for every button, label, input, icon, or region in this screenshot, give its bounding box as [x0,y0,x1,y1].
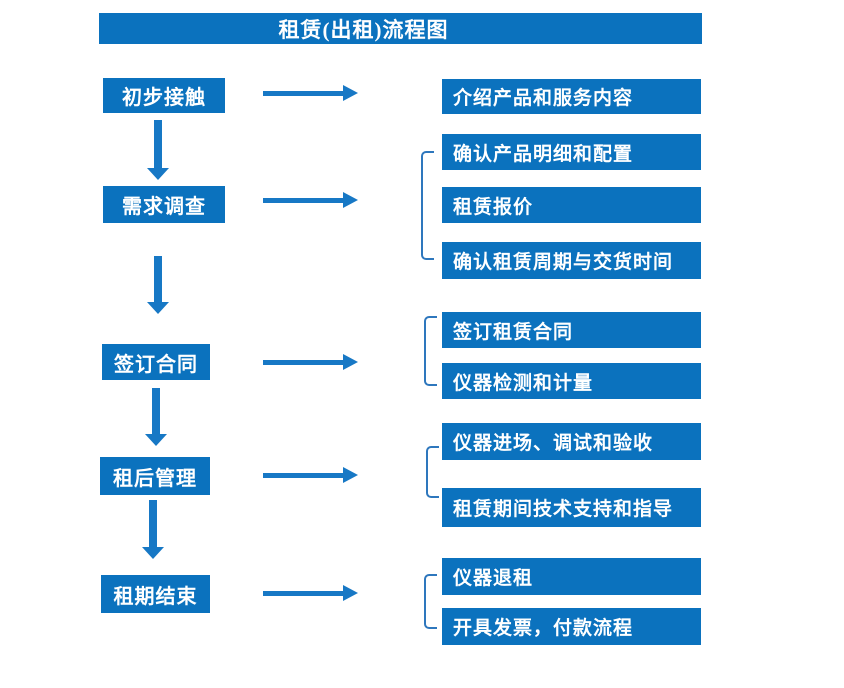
down-arrow-3 [145,388,167,446]
arrow-head-icon [343,585,358,601]
arrow-head-icon [343,354,358,370]
stage-label: 签订合同 [114,353,198,376]
output-box-invoice-payment: 开具发票，付款流程 [442,608,701,645]
arrow-head-icon [343,85,358,101]
stage-label: 租期结束 [113,585,198,608]
arrow-head-icon [147,168,169,180]
output-label: 租赁期间技术支持和指导 [453,499,674,520]
output-box-sign-lease-contract: 签订租赁合同 [442,312,701,348]
arrow-shaft [154,120,162,170]
group-bracket-5 [424,574,437,629]
group-bracket-4 [426,446,439,498]
output-box-instrument-testing: 仪器检测和计量 [442,363,701,399]
arrow-shaft [152,388,160,436]
arrow-shaft [263,90,344,96]
arrow-shaft [263,590,344,596]
right-arrow-1 [263,85,358,101]
stage-label: 租后管理 [113,467,197,490]
stage-box-sign-contract: 签订合同 [102,344,210,380]
flowchart-title-bar: 租赁(出租)流程图 [99,13,702,44]
output-box-confirm-product-details: 确认产品明细和配置 [442,134,701,170]
arrow-shaft [149,500,157,549]
output-box-technical-support: 租赁期间技术支持和指导 [442,488,701,527]
down-arrow-4 [142,500,164,559]
output-label: 签订租赁合同 [453,321,574,343]
stage-label: 初步接触 [122,87,206,109]
arrow-head-icon [343,467,358,483]
output-box-confirm-period-delivery: 确认租赁周期与交货时间 [442,242,701,279]
down-arrow-2 [147,256,169,314]
stage-box-lease-end: 租期结束 [101,575,210,613]
group-bracket-2 [421,151,434,260]
output-label: 介绍产品和服务内容 [453,88,634,109]
arrow-head-icon [145,434,167,446]
output-label: 仪器检测和计量 [453,372,594,394]
output-label: 确认产品明细和配置 [453,143,634,165]
stage-box-initial-contact: 初步接触 [103,78,225,113]
stage-box-post-rental-management: 租后管理 [100,457,210,495]
arrow-shaft [263,359,344,365]
down-arrow-1 [147,120,169,180]
output-box-instrument-return: 仪器退租 [442,558,701,595]
arrow-head-icon [147,302,169,314]
output-label: 确认租赁周期与交货时间 [453,252,674,273]
output-label: 开具发票，付款流程 [453,618,634,639]
stage-box-demand-survey: 需求调查 [103,186,225,223]
right-arrow-3 [263,354,358,370]
arrow-head-icon [343,192,358,208]
flowchart-title: 租赁(出租)流程图 [278,17,449,42]
right-arrow-2 [263,192,358,208]
arrow-head-icon [142,547,164,559]
output-label: 租赁报价 [453,196,534,218]
output-label: 仪器退租 [453,568,534,589]
group-bracket-3 [424,316,437,386]
stage-label: 需求调查 [122,196,206,218]
arrow-shaft [263,472,344,478]
right-arrow-4 [263,467,358,483]
output-box-instrument-setup-acceptance: 仪器进场、调试和验收 [442,423,701,460]
output-box-introduce-products: 介绍产品和服务内容 [442,79,701,114]
right-arrow-5 [263,585,358,601]
arrow-shaft [154,256,162,304]
output-label: 仪器进场、调试和验收 [453,433,654,454]
arrow-shaft [263,197,344,203]
output-box-rental-quote: 租赁报价 [442,187,701,223]
